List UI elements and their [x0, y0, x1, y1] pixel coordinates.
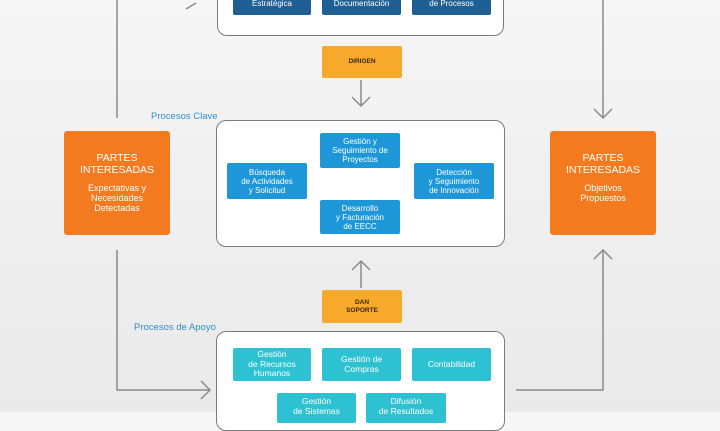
support-processes-group [216, 331, 505, 431]
top-item-documentation[interactable]: Documentación [322, 0, 401, 15]
stakeholders-left-box[interactable]: PARTES INTERESADAS Expectativas y Necesi… [64, 131, 170, 235]
support-item-results-dissemination[interactable]: Difusión de Resultados [366, 393, 446, 423]
flow-lines [116, 0, 613, 400]
flow-arrow-right-down [593, 108, 613, 120]
stakeholders-left-title: PARTES INTERESADAS [79, 152, 155, 176]
stakeholders-left-subtitle: Expectativas y Necesidades Detectadas [87, 183, 147, 213]
flow-arrow-top-left [185, 2, 197, 10]
key-item-project-management[interactable]: Gestión y Seguimiento de Proyectos [320, 133, 400, 168]
flow-arrow-support-right [593, 248, 613, 260]
stakeholders-right-box[interactable]: PARTES INTERESADAS Objetivos Propuestos [550, 131, 656, 235]
key-item-innovation-tracking[interactable]: Detección y Seguimiento de Innovación [414, 163, 494, 199]
flow-arrow-left-support [200, 380, 212, 400]
support-item-systems[interactable]: Gestión de Sistemas [277, 393, 356, 423]
top-item-processes[interactable]: de Procesos [412, 0, 491, 15]
flow-arrow-dirigen [351, 96, 371, 108]
key-processes-label: Procesos Clave [151, 111, 218, 122]
support-processes-label: Procesos de Apoyo [134, 322, 216, 333]
key-item-activity-search[interactable]: Búsqueda de Actividades y Solicitud [227, 163, 307, 199]
support-item-accounting[interactable]: Contabilidad [412, 348, 491, 381]
key-item-development-billing[interactable]: Desarrollo y Facturación de EECC [320, 200, 400, 234]
flow-arrow-soporte [351, 259, 371, 271]
flow-line-support-right [516, 250, 604, 391]
top-item-strategic[interactable]: Estratégica [233, 0, 311, 15]
support-item-human-resources[interactable]: Gestión de Recursos Humanos [233, 348, 311, 381]
flow-line-left-support [116, 250, 210, 391]
connector-dirigen: DIRIGEN [322, 46, 402, 78]
connector-dan-soporte: DAN SOPORTE [322, 290, 402, 323]
stakeholders-right-subtitle: Objetivos Propuestos [580, 183, 626, 203]
stakeholders-right-title: PARTES INTERESADAS [565, 152, 641, 176]
support-item-purchasing[interactable]: Gestión de Compras [322, 348, 401, 381]
